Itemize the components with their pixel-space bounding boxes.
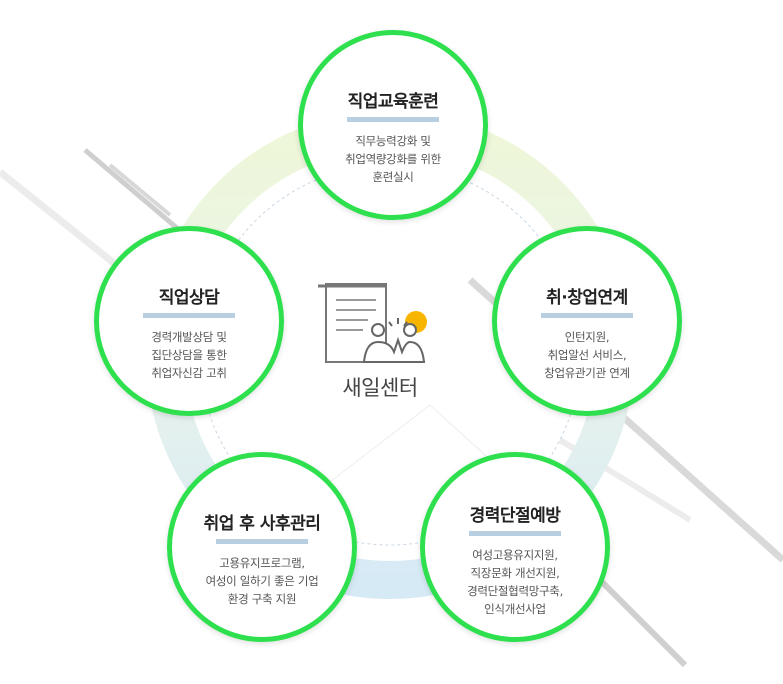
node-title: 경력단절예방 (469, 506, 561, 526)
node-post-employment-care: 취업 후 사후관리 고용유지프로그램, 여성이 일하기 좋은 기업 환경 구축 … (167, 452, 357, 642)
deco-line (597, 577, 688, 668)
title-underline (347, 117, 439, 122)
node-title: 직업교육훈련 (347, 92, 439, 112)
title-underline (216, 539, 308, 544)
center-label: 새일센터 (342, 376, 418, 400)
node-title: 취·창업연계 (546, 288, 628, 308)
node-employment-startup-link: 취·창업연계 인턴지원, 취업알선 서비스, 창업유관기관 연계 (492, 226, 682, 416)
desc-line: 여성고용유지지원, (472, 548, 558, 562)
node-description: 경력개발상담 및 집단상담을 통한 취업자신감 고취 (99, 328, 279, 382)
desc-line: 고용유지프로그램, (219, 556, 305, 570)
desc-line: 훈련실시 (372, 170, 414, 184)
desc-line: 환경 구축 지원 (227, 592, 297, 606)
deco-line (108, 163, 172, 217)
node-job-training: 직업교육훈련 직무능력강화 및 취업역량강화를 위한 훈련실시 (298, 30, 488, 220)
node-description: 고용유지프로그램, 여성이 일하기 좋은 기업 환경 구축 지원 (172, 554, 352, 608)
center-icon (318, 280, 438, 374)
desc-line: 경력단절협력망구축, (467, 584, 563, 598)
desc-line: 인식개선사업 (484, 602, 546, 616)
desc-line: 취업자신감 고취 (151, 366, 227, 380)
desc-line: 경력개발상담 및 (151, 330, 227, 344)
desc-line: 직장문화 개선지원, (470, 566, 560, 580)
desc-line: 직무능력강화 및 (355, 134, 431, 148)
node-job-counseling: 직업상담 경력개발상담 및 집단상담을 통한 취업자신감 고취 (94, 226, 284, 416)
node-career-break-prevention: 경력단절예방 여성고용유지지원, 직장문화 개선지원, 경력단절협력망구축, 인… (420, 452, 610, 642)
node-title: 취업 후 사후관리 (203, 514, 321, 534)
node-description: 인턴지원, 취업알선 서비스, 창업유관기관 연계 (497, 328, 677, 382)
title-underline (541, 313, 633, 318)
title-underline (469, 531, 561, 536)
center-illustration-icon (318, 283, 427, 363)
node-title: 직업상담 (158, 288, 220, 308)
node-description: 여성고용유지지원, 직장문화 개선지원, 경력단절협력망구축, 인식개선사업 (425, 546, 605, 618)
desc-line: 집단상담을 통한 (151, 348, 227, 362)
desc-line: 취업역량강화를 위한 (345, 152, 441, 166)
desc-line: 취업알선 서비스, (547, 348, 627, 362)
desc-line: 인턴지원, (564, 330, 610, 344)
desc-line: 여성이 일하기 좋은 기업 (205, 574, 319, 588)
title-underline (143, 313, 235, 318)
desc-line: 창업유관기관 연계 (544, 366, 630, 380)
node-description: 직무능력강화 및 취업역량강화를 위한 훈련실시 (303, 132, 483, 186)
